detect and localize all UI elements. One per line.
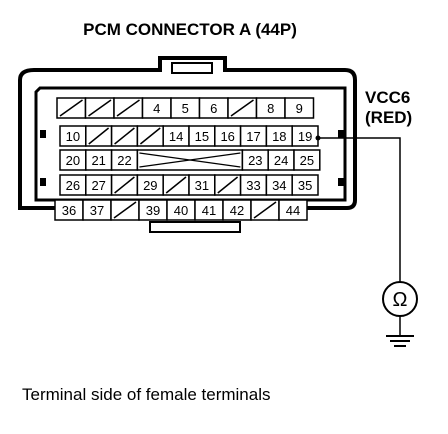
unused-pin-slash bbox=[253, 201, 277, 219]
probe-wire-color: (RED) bbox=[365, 108, 413, 127]
unused-pin-slash bbox=[88, 99, 112, 117]
pin-number: 22 bbox=[117, 153, 131, 168]
pin-number: 18 bbox=[272, 129, 286, 144]
unused-pin-slash bbox=[139, 127, 161, 145]
pin-number: 21 bbox=[91, 153, 105, 168]
connector-lock-tab bbox=[171, 62, 213, 74]
pin-number: 8 bbox=[267, 101, 274, 116]
unused-pin-slash bbox=[116, 99, 140, 117]
connector-latch-right-top bbox=[338, 130, 344, 138]
pin-number: 36 bbox=[62, 203, 76, 218]
pin-number: 44 bbox=[286, 203, 300, 218]
pin-number: 42 bbox=[230, 203, 244, 218]
probe-label: VCC6 (RED) bbox=[365, 88, 445, 128]
connector-shell bbox=[18, 56, 357, 210]
unused-pin-slash bbox=[59, 99, 83, 117]
pin-number: 24 bbox=[274, 153, 288, 168]
pin-number: 16 bbox=[220, 129, 234, 144]
pin-number: 17 bbox=[246, 129, 260, 144]
pin-number: 39 bbox=[146, 203, 160, 218]
unused-pin-slash bbox=[165, 176, 187, 194]
pin-number: 9 bbox=[296, 101, 303, 116]
pin-number: 31 bbox=[195, 178, 209, 193]
connector-bottom-key bbox=[149, 221, 241, 233]
pin-number: 19 bbox=[298, 129, 312, 144]
pin-number: 20 bbox=[66, 153, 80, 168]
unused-pin-slash bbox=[217, 176, 239, 194]
pin-number: 41 bbox=[202, 203, 216, 218]
pin-number: 6 bbox=[210, 101, 217, 116]
pin-number: 33 bbox=[246, 178, 260, 193]
pin-number: 35 bbox=[298, 178, 312, 193]
pin-number: 5 bbox=[182, 101, 189, 116]
unused-pin-slash bbox=[230, 99, 254, 117]
pin-number: 25 bbox=[300, 153, 314, 168]
pin-cell bbox=[278, 199, 308, 221]
probe-wire bbox=[318, 137, 401, 282]
pin-number: 34 bbox=[272, 178, 286, 193]
unused-pin-slash bbox=[114, 176, 135, 194]
pin-number: 4 bbox=[153, 101, 160, 116]
pin-number: 14 bbox=[169, 129, 183, 144]
probe-wire-name: VCC6 bbox=[365, 88, 411, 107]
pin-number: 37 bbox=[90, 203, 104, 218]
pin-number: 27 bbox=[91, 178, 105, 193]
connector-latch-right-bottom bbox=[338, 178, 344, 186]
diagram-caption: Terminal side of female terminals bbox=[22, 385, 271, 404]
pin-number: 15 bbox=[195, 129, 209, 144]
pin-number: 23 bbox=[248, 153, 262, 168]
probe-contact-dot bbox=[315, 135, 321, 141]
pin-number: 10 bbox=[66, 129, 80, 144]
pin-cell bbox=[293, 149, 321, 171]
unused-pin-slash bbox=[88, 127, 110, 145]
pin-number: 40 bbox=[174, 203, 188, 218]
connector-pins: 4 5 6 8 9 10 14 15 16 17 18 19 20 21 22 23 24 25 26 27 29 31 3… bbox=[54, 97, 321, 221]
pin-number: 26 bbox=[66, 178, 80, 193]
connector-latch-left-bottom bbox=[40, 178, 46, 186]
pin-number: 29 bbox=[143, 178, 157, 193]
page-title: PCM CONNECTOR A (44P) bbox=[83, 20, 297, 39]
ohm-icon: Ω bbox=[393, 289, 408, 311]
unused-pin-slash bbox=[113, 201, 137, 219]
pin-cell bbox=[284, 97, 315, 119]
connector-latch-left-top bbox=[40, 130, 46, 138]
pin-cell bbox=[291, 174, 319, 196]
blank-cross-line bbox=[139, 152, 241, 168]
unused-pin-slash bbox=[114, 127, 135, 145]
